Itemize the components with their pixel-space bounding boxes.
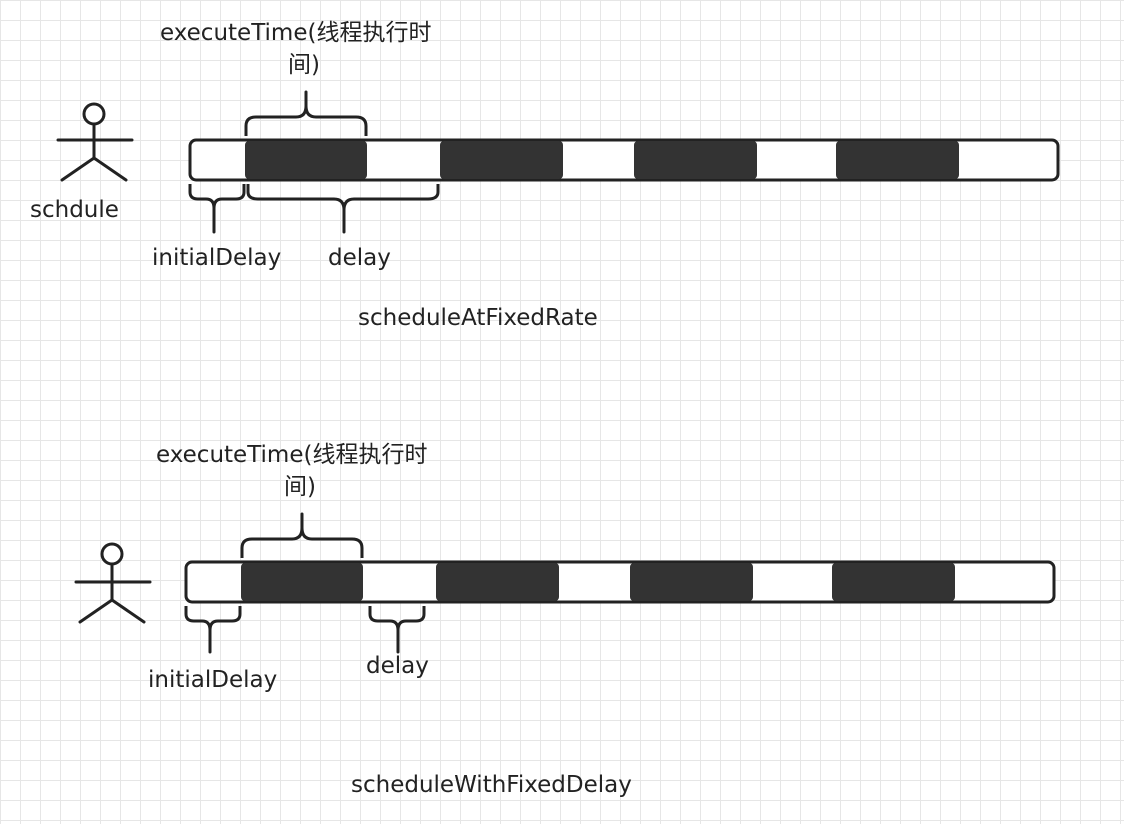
actor-label: schdule — [30, 197, 119, 223]
initial-delay-brace-2 — [184, 606, 242, 654]
initial-delay-label: initialDelay — [148, 667, 278, 693]
execute-time-brace-2 — [240, 512, 364, 558]
execution-block — [440, 141, 563, 179]
execute-time-label-line1: executeTime(线程执行时 — [160, 20, 432, 46]
method-title: scheduleAtFixedRate — [358, 305, 598, 331]
execute-time-label-line2: 间) — [284, 474, 316, 500]
execution-block — [832, 563, 955, 601]
initial-delay-label: initialDelay — [152, 245, 282, 271]
timeline-bar-1 — [188, 138, 1060, 182]
execute-time-label-line2: 间) — [288, 52, 320, 78]
initial-delay-brace-1 — [188, 184, 246, 234]
execution-block — [241, 563, 363, 601]
execution-block — [245, 141, 367, 179]
delay-brace-1 — [246, 184, 440, 234]
timeline-bar-2 — [184, 560, 1056, 604]
delay-brace-2 — [368, 606, 426, 654]
method-title: scheduleWithFixedDelay — [351, 772, 632, 798]
execute-time-label-line1: executeTime(线程执行时 — [156, 442, 428, 468]
delay-label: delay — [366, 653, 429, 679]
execution-block — [634, 141, 757, 179]
delay-label: delay — [328, 245, 391, 271]
execution-block — [436, 563, 559, 601]
actor-figure-1 — [56, 102, 134, 182]
execution-block — [630, 563, 753, 601]
actor-figure-2 — [74, 542, 152, 624]
execution-block — [836, 141, 959, 179]
execute-time-brace-1 — [244, 90, 368, 136]
